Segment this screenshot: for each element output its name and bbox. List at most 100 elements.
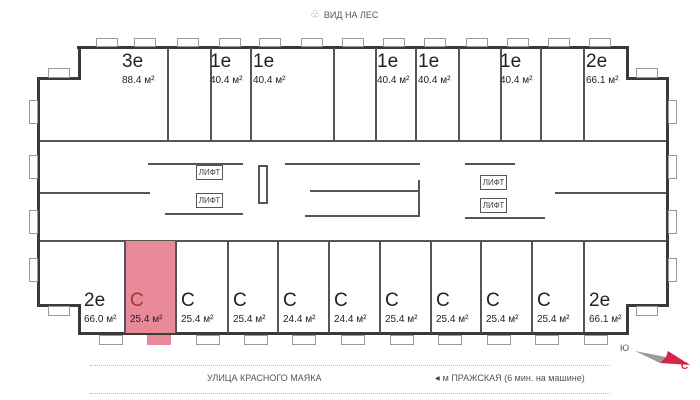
core-left-bottom [165, 213, 243, 215]
unit-top-1[interactable]: 1е 40.4 м² [210, 52, 255, 92]
unit-divider [167, 48, 169, 140]
unit-type: 1е [418, 51, 440, 72]
unit-area: 40.4 м² [418, 75, 451, 86]
window [668, 155, 677, 179]
window [99, 335, 123, 345]
compass-south-arrow [635, 351, 666, 363]
unit-type: С [486, 290, 500, 311]
compass-north-arrow [660, 351, 690, 365]
window [424, 38, 446, 47]
window [177, 38, 199, 47]
unit-bottom-8[interactable]: С 25.4 м² [480, 241, 531, 333]
window [48, 68, 70, 78]
unit-top-0[interactable]: 3е 88.4 м² [122, 52, 167, 92]
unit-divider [531, 241, 533, 333]
unit-top-5[interactable]: 1е 40.4 м² [500, 52, 545, 92]
unit-divider [328, 241, 330, 333]
unit-type: 2е [586, 51, 608, 72]
unit-divider [227, 241, 229, 333]
unit-divider [480, 241, 482, 333]
unit-type: С [233, 290, 247, 311]
unit-top-6[interactable]: 2е 66.1 м² [586, 52, 631, 92]
unit-type: 1е [253, 51, 275, 72]
unit-bottom-7[interactable]: С 25.4 м² [430, 241, 480, 333]
unit-bottom-6[interactable]: С 25.4 м² [379, 241, 430, 333]
window [548, 38, 570, 47]
unit-bottom-5[interactable]: С 24.4 м² [328, 241, 379, 333]
street-line-bottom [90, 393, 610, 394]
unit-type: 1е [500, 51, 522, 72]
window [259, 38, 281, 47]
lift-1: ЛИФТ [196, 165, 223, 180]
unit-area: 88.4 м² [122, 75, 155, 86]
view-label: ВИД НА ЛЕС [323, 9, 379, 20]
unit-bottom-2[interactable]: С 25.4 м² [175, 241, 227, 333]
window [636, 68, 658, 78]
unit-area: 40.4 м² [500, 75, 533, 86]
wing-divider-left [40, 192, 150, 194]
window [29, 258, 38, 282]
window [134, 38, 156, 47]
unit-bottom-3[interactable]: С 25.4 м² [227, 241, 277, 333]
window [636, 306, 658, 316]
unit-area: 25.4 м² [233, 314, 266, 325]
window [96, 38, 118, 47]
window [244, 335, 268, 345]
compass: Ю С [618, 340, 698, 375]
unit-top-4[interactable]: 1е 40.4 м² [418, 52, 463, 92]
unit-area: 25.4 м² [486, 314, 519, 325]
stair-right [418, 180, 420, 217]
right-outer-wall [666, 77, 669, 307]
left-inner-wall [78, 46, 81, 80]
unit-area: 66.1 м² [586, 75, 619, 86]
unit-type: 3е [122, 51, 144, 72]
unit-type: 2е [84, 290, 106, 311]
shaft [258, 165, 268, 204]
right-wing-top [626, 77, 668, 80]
window [29, 210, 38, 234]
window [29, 100, 38, 124]
unit-divider [583, 48, 585, 140]
window [466, 38, 488, 47]
window [507, 38, 529, 47]
unit-bottom-4[interactable]: С 24.4 м² [277, 241, 328, 333]
window [147, 335, 171, 345]
window [219, 38, 241, 47]
stair-bottom [305, 215, 420, 217]
lift-3: ЛИФТ [480, 175, 507, 190]
core-left-top [148, 163, 243, 165]
unit-divider [375, 48, 377, 140]
top-wall [77, 46, 629, 49]
unit-type: 1е [210, 51, 232, 72]
unit-area: 25.4 м² [537, 314, 570, 325]
unit-top-2[interactable]: 1е 40.4 м² [253, 52, 298, 92]
unit-bottom-9[interactable]: С 25.4 м² [531, 241, 583, 333]
unit-bottom-0[interactable]: 2е 66.0 м² [80, 241, 124, 333]
unit-divider [458, 48, 460, 140]
unit-type: С [181, 290, 195, 311]
window [48, 306, 70, 316]
unit-divider [430, 241, 432, 333]
left-lower-wall [78, 304, 81, 335]
unit-bottom-10[interactable]: 2е 66.1 м² [583, 241, 626, 333]
corridor-top-wall [40, 140, 666, 142]
unit-type: С [385, 290, 399, 311]
window [301, 38, 323, 47]
unit-area: 25.4 м² [436, 314, 469, 325]
unit-divider [333, 48, 335, 140]
window [584, 335, 608, 345]
unit-bottom-selected[interactable]: С 25.4 м² [124, 241, 175, 333]
unit-top-3[interactable]: 1е 40.4 м² [377, 52, 422, 92]
right-wing-bottom [626, 304, 668, 307]
unit-divider [379, 241, 381, 333]
window [342, 38, 364, 47]
right-lower-wall [626, 304, 629, 335]
unit-type: С [283, 290, 297, 311]
unit-area: 24.4 м² [334, 314, 367, 325]
view-header: ♧ ВИД НА ЛЕС [310, 8, 378, 21]
unit-divider [583, 241, 585, 333]
metro-arrow-icon: ◀ [435, 375, 440, 382]
metro-label: м ПРАЖСКАЯ (6 мин. на машине) [442, 373, 585, 383]
compass-arrow-icon [635, 351, 690, 365]
window [535, 335, 559, 345]
